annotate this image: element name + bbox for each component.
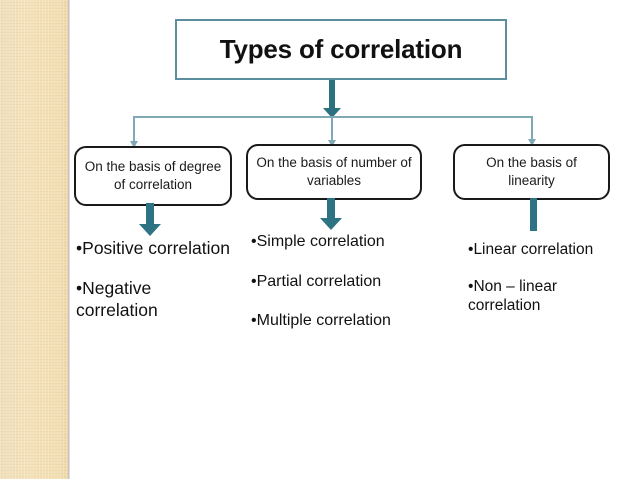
branch-arrowhead-icon-3	[528, 139, 536, 146]
branch-drop-line-3	[531, 116, 533, 141]
list-item-text: Non – linear correlation	[468, 277, 558, 314]
decorative-sidebar-band	[0, 0, 68, 479]
sidebar-divider	[68, 0, 70, 479]
category-connector-stem-1	[146, 203, 154, 226]
list-item-text: Partial correlation	[256, 272, 382, 290]
bullet-column-number-of-variables: •Simple correlation •Partial correlation…	[251, 232, 436, 351]
bullet-dot-icon: •	[76, 278, 83, 299]
branch-drop-line-2	[331, 118, 333, 142]
page-title: Types of correlation	[219, 34, 463, 64]
branch-arrowhead-icon-2	[328, 140, 336, 147]
list-item-text: Positive correlation	[82, 238, 230, 258]
title-connector-arrowhead-icon	[323, 108, 341, 118]
branch-drop-line-1	[133, 116, 135, 143]
list-item-text: Multiple correlation	[256, 312, 391, 330]
list-item: •Linear correlation	[468, 241, 628, 260]
bullet-dot-icon: •	[468, 241, 474, 258]
title-box: Types of correlation	[175, 19, 507, 80]
category-connector-stem-2	[327, 198, 335, 220]
category-label-number-of-variables: On the basis of number of variables	[256, 154, 412, 188]
category-connector-arrowhead-icon-1	[139, 224, 161, 236]
bullet-dot-icon: •	[251, 272, 257, 290]
list-item: •Partial correlation	[251, 272, 436, 292]
list-item-text: Simple correlation	[256, 233, 385, 250]
list-item-text: Linear correlation	[473, 241, 594, 258]
title-connector-stem	[329, 80, 335, 110]
bullet-column-linearity: •Linear correlation •Non – linear correl…	[468, 241, 628, 334]
list-item: •Multiple correlation	[251, 311, 436, 331]
bullet-dot-icon: •	[251, 233, 257, 250]
category-connector-stem-3	[530, 198, 537, 231]
bullet-dot-icon: •	[251, 312, 257, 330]
bullet-dot-icon: •	[468, 277, 474, 295]
list-item: •Simple correlation	[251, 232, 436, 252]
bullet-column-degree: •Positive correlation •Negative correlat…	[76, 238, 236, 340]
branch-horizontal-line	[133, 116, 532, 118]
sidebar-gradient-overlay	[0, 0, 68, 479]
list-item: •Negative correlation	[76, 278, 236, 321]
category-connector-arrowhead-icon-2	[320, 218, 342, 230]
category-label-linearity: On the basis of linearity	[486, 154, 577, 188]
category-box-degree[interactable]: On the basis of degree of correlation	[74, 146, 232, 206]
branch-arrowhead-icon-1	[130, 141, 138, 148]
category-box-linearity[interactable]: On the basis of linearity	[453, 144, 610, 200]
list-item: •Non – linear correlation	[468, 278, 628, 316]
list-item: •Positive correlation	[76, 238, 236, 259]
bullet-dot-icon: •	[76, 238, 83, 258]
list-item-text: Negative correlation	[76, 278, 158, 320]
category-label-degree: On the basis of degree of correlation	[84, 158, 222, 192]
category-box-number-of-variables[interactable]: On the basis of number of variables	[246, 144, 422, 200]
